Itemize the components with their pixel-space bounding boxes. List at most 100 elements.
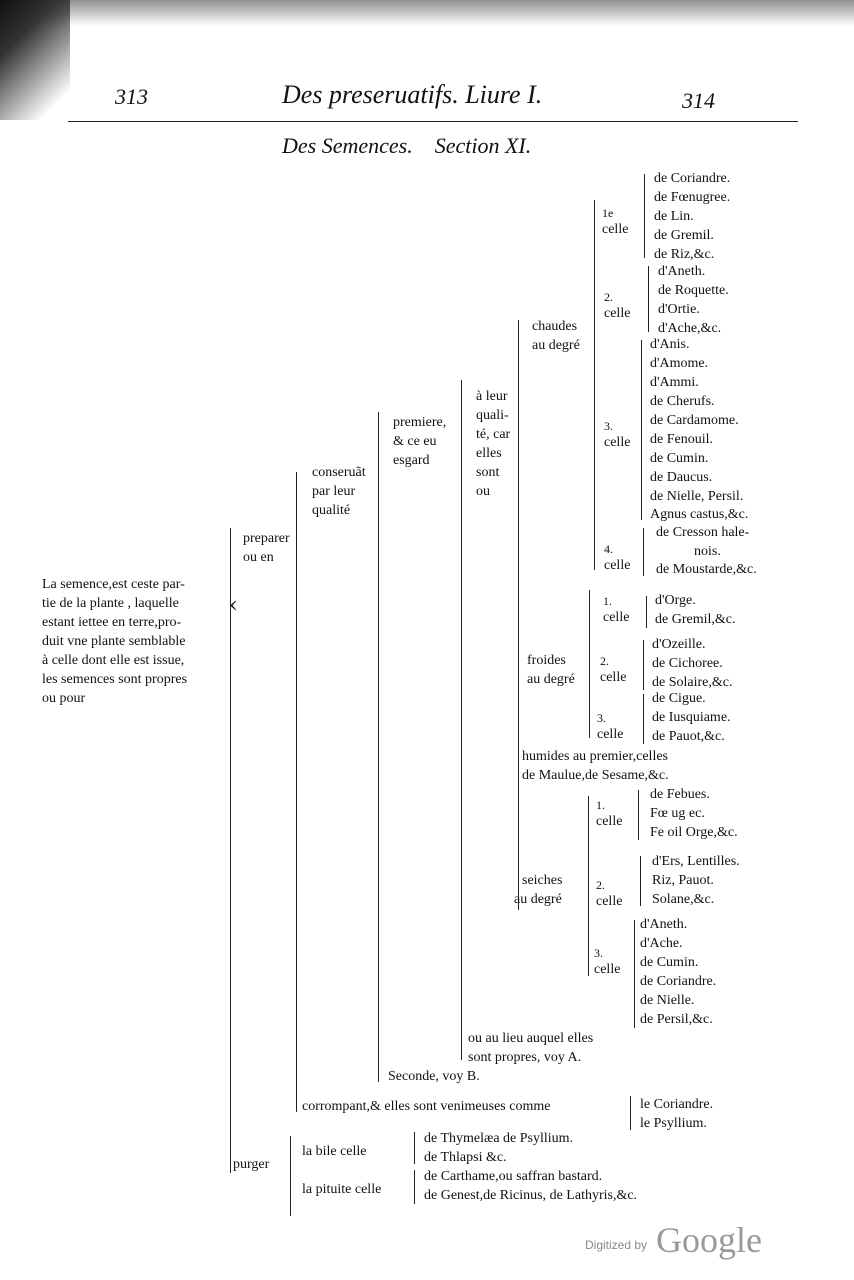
- humides-text: humides au premier,celles: [522, 749, 668, 764]
- bracket-froides-line: [589, 590, 590, 738]
- bracket-conseruant-line: [378, 412, 379, 1082]
- bracket-corrompant-line: [630, 1096, 631, 1130]
- preparer-label: preparer: [243, 531, 290, 546]
- page-title: Des preseruatifs. Liure I.: [282, 80, 543, 109]
- degree-label: celle: [596, 894, 623, 909]
- seed-item: d'Aneth.: [658, 264, 706, 279]
- a-leur-label: quali-: [476, 408, 509, 423]
- seed-item: d'Ozeille.: [652, 637, 706, 652]
- bracket-froides-1-line: [646, 596, 647, 628]
- humides-text: de Maulue,de Sesame,&c.: [522, 768, 669, 783]
- seed-item: Fe oil Orge,&c.: [650, 825, 738, 840]
- a-leur-label: té, car: [476, 427, 511, 442]
- seed-item: d'Ers, Lentilles.: [652, 854, 740, 869]
- degree-label: celle: [597, 727, 624, 742]
- page-corner-shadow: [0, 0, 70, 120]
- bracket-chaudes-4-line: [643, 528, 644, 576]
- degree-label: celle: [596, 814, 623, 829]
- seed-item: de Cardamome.: [650, 413, 739, 428]
- seed-item: de Persil,&c.: [640, 1012, 713, 1027]
- degree-label: celle: [594, 962, 621, 977]
- seed-item: de Thymelæa de Psyllium.: [424, 1131, 574, 1146]
- seed-item: Fœ ug ec.: [650, 806, 705, 821]
- seed-item: de Febues.: [650, 787, 710, 802]
- seed-item: de Coriandre.: [654, 171, 731, 186]
- page-top-shadow: [0, 0, 854, 26]
- seed-item: de Daucus.: [650, 470, 713, 485]
- seed-item: de Riz,&c.: [654, 247, 715, 262]
- header-rule: [68, 121, 798, 122]
- seed-item: de Gremil,&c.: [655, 612, 736, 627]
- seed-item: de Gremil.: [654, 228, 714, 243]
- degree-label: 2.: [600, 654, 609, 668]
- seconde-text: Seconde, voy B.: [388, 1069, 480, 1084]
- seed-item: d'Amome.: [650, 356, 709, 371]
- bracket-purger-line: [290, 1136, 291, 1216]
- bracket-seiches-line: [588, 796, 589, 976]
- pituite-label: la pituite celle: [302, 1182, 382, 1197]
- root-line: La semence,est ceste par-: [42, 577, 185, 592]
- premiere-label: & ce eu: [393, 434, 437, 449]
- root-line: ou pour: [42, 691, 86, 706]
- seed-item: de Nielle.: [640, 993, 695, 1008]
- bracket-chaudes-3-line: [641, 340, 642, 520]
- seed-item: de Thlapsi &c.: [424, 1150, 507, 1165]
- seed-item: le Coriandre.: [640, 1097, 714, 1112]
- seed-item: Solane,&c.: [652, 892, 715, 907]
- seed-item: de Nielle, Persil.: [650, 489, 744, 504]
- degree-label: 1e: [602, 206, 614, 220]
- degree-label: 1.: [603, 594, 612, 608]
- corrompant-text: corrompant,& elles sont venimeuses comme: [302, 1099, 551, 1114]
- seed-item: d'Ache.: [640, 936, 683, 951]
- chaudes-label: au degré: [532, 338, 580, 353]
- seed-item: de Carthame,ou saffran bastard.: [424, 1169, 603, 1184]
- seed-item: de Moustarde,&c.: [656, 562, 757, 577]
- bracket-chaudes-2-line: [648, 266, 649, 332]
- root-line: tie de la plante , laquelle: [42, 596, 179, 611]
- premiere-label: premiere,: [393, 415, 447, 430]
- seed-item: de Cherufs.: [650, 394, 715, 409]
- bracket-chaudes-1-line: [644, 174, 645, 258]
- bracket-pituite-line: [414, 1170, 415, 1204]
- bracket-seiches-1-line: [638, 790, 639, 840]
- seed-item: de Roquette.: [658, 283, 729, 298]
- seed-item: d'Orge.: [655, 593, 696, 608]
- root-line: les semences sont propres: [42, 672, 188, 687]
- seiches-label: seiches: [522, 873, 563, 888]
- root-line: à celle dont elle est issue,: [42, 653, 185, 668]
- seed-item: de Solaire,&c.: [652, 675, 733, 690]
- degree-label: celle: [600, 670, 627, 685]
- root-line: duit vne plante semblable: [42, 634, 186, 649]
- froides-label: au degré: [527, 672, 575, 687]
- seed-item: d'Anis.: [650, 337, 690, 352]
- seed-item: de Lin.: [654, 209, 694, 224]
- bracket-chaudes-line: [594, 200, 595, 570]
- bracket-root-line: [230, 528, 231, 1173]
- a-leur-label: elles: [476, 446, 502, 461]
- bracket-seiches-3-line: [634, 920, 635, 1028]
- degree-label: 2.: [604, 290, 613, 304]
- seed-item: nois.: [694, 544, 721, 559]
- bile-label: la bile celle: [302, 1144, 367, 1159]
- bracket-seiches-2-line: [640, 856, 641, 906]
- bracket-root-mid: ‹: [229, 593, 238, 618]
- degree-label: 3.: [604, 419, 613, 433]
- section-title: Des Semences. Section XI.: [282, 133, 532, 158]
- degree-label: 3.: [597, 711, 606, 725]
- degree-label: celle: [603, 610, 630, 625]
- bracket-froides-2-line: [643, 640, 644, 690]
- bracket-froides-3-line: [643, 694, 644, 744]
- seed-item: de Cumin.: [640, 955, 699, 970]
- degree-label: celle: [602, 222, 629, 237]
- conseruant-label: qualité: [312, 503, 351, 518]
- degree-label: 3.: [594, 946, 603, 960]
- seed-item: Riz, Pauot.: [652, 873, 714, 888]
- seed-item: de Cichoree.: [652, 656, 723, 671]
- bracket-bile-line: [414, 1132, 415, 1164]
- purger-label: purger: [233, 1157, 270, 1172]
- seed-item: d'Aneth.: [640, 917, 688, 932]
- ou-au-lieu-text: ou au lieu auquel elles: [468, 1031, 594, 1046]
- seed-item: de Fenouil.: [650, 432, 713, 447]
- ou-au-lieu-text: sont propres, voy A.: [468, 1050, 582, 1065]
- degree-label: 1.: [596, 798, 605, 812]
